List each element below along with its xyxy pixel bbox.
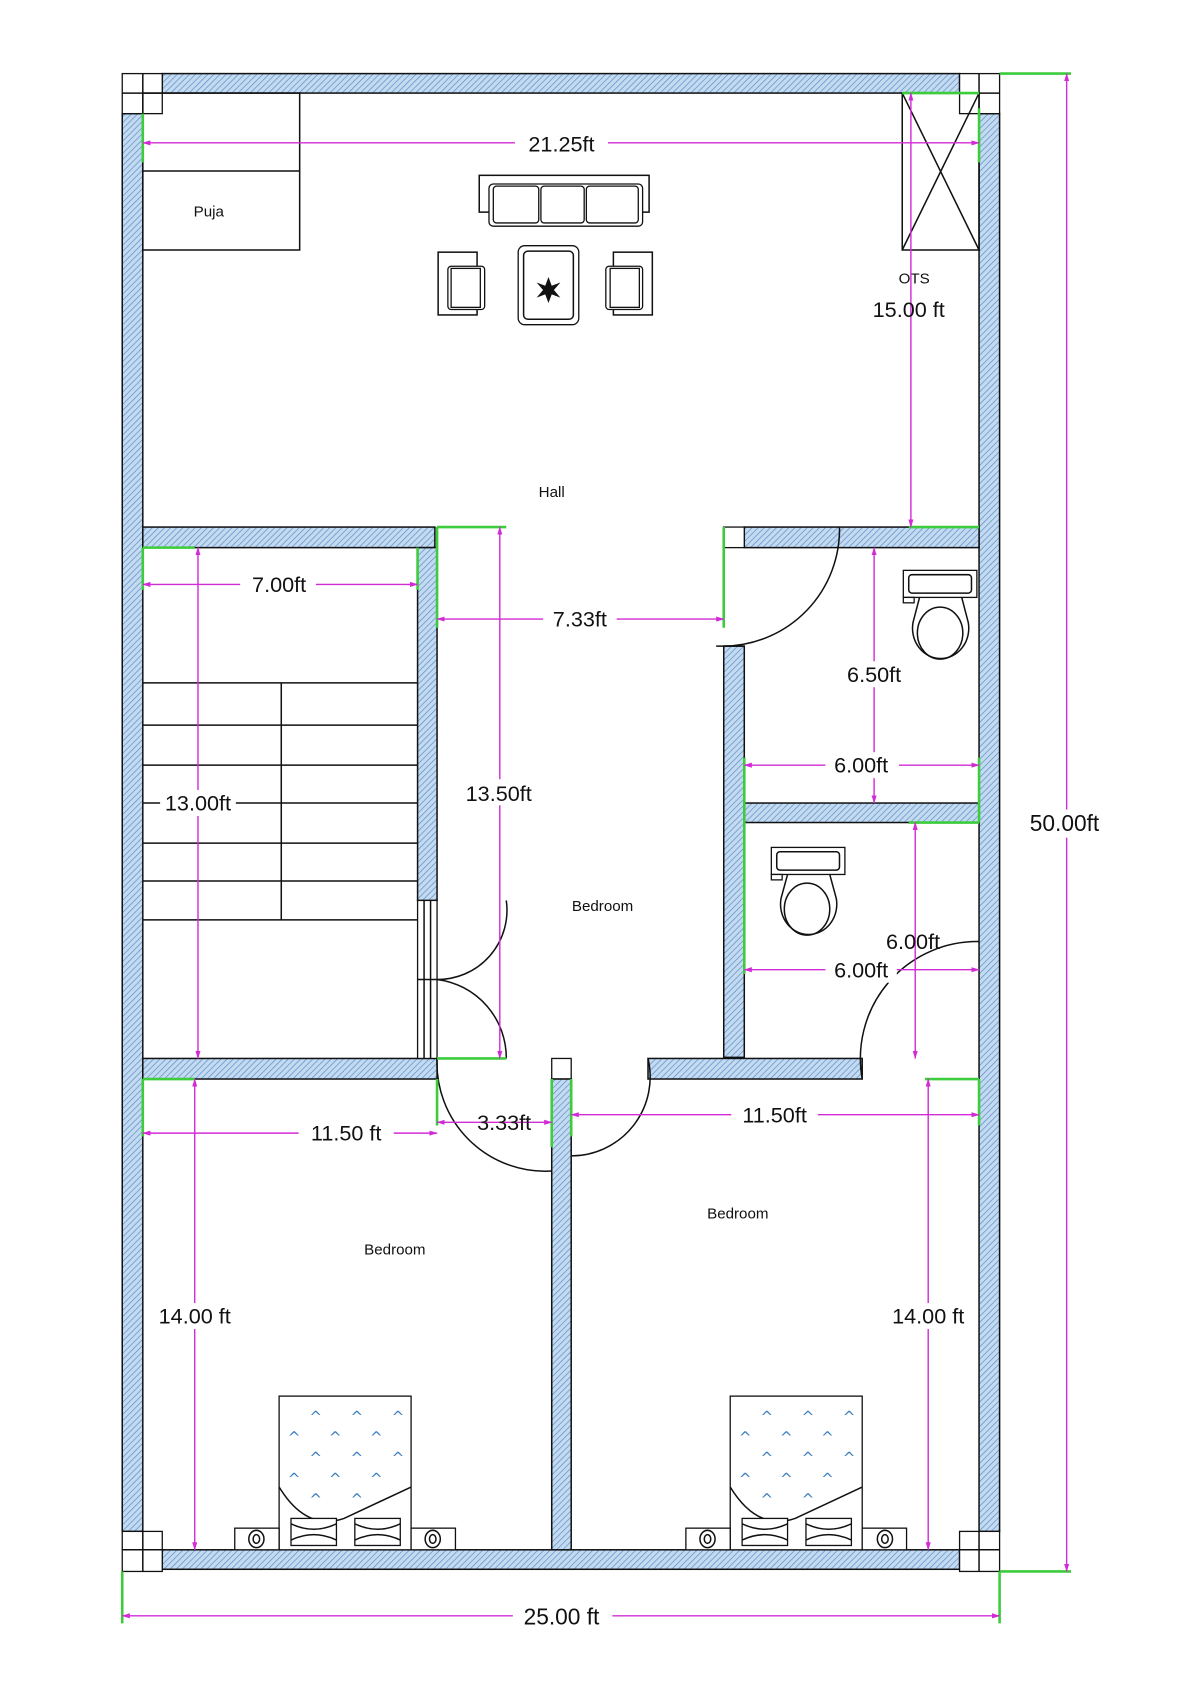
wall-toilet-left	[722, 645, 746, 1059]
toilet2-door	[859, 940, 980, 1080]
wc-upper-icon	[902, 569, 978, 660]
room-label-bedroom-right: Bedroom	[707, 1206, 768, 1223]
door-swing-arc	[437, 900, 508, 981]
dim-toilet2-width: 6.00ft	[834, 957, 888, 982]
bed-left-icon: ^ ^ ^ ^ ^ ^ ^ ^ ^ ^ ^ ^ ^ ^	[278, 1395, 412, 1551]
armchair-left-icon	[437, 251, 486, 316]
wall-stair-right	[416, 546, 438, 902]
svg-text:^: ^	[802, 1408, 815, 1426]
wall-left	[121, 112, 144, 1533]
armchair-right-icon	[605, 251, 654, 316]
dim-toilet1-height: 6.50ft	[847, 662, 901, 687]
double-door-stair	[416, 899, 508, 1060]
svg-text:^: ^	[739, 1429, 752, 1447]
room-label-bedroom-left: Bedroom	[364, 1241, 425, 1258]
outer-walls	[121, 72, 1001, 1573]
dim-toilet1-width: 6.00ft	[834, 753, 888, 778]
room-label-bedroom-center: Bedroom	[572, 898, 633, 915]
extension-lines	[120, 72, 1071, 1624]
svg-text:^: ^	[843, 1408, 856, 1426]
wall-bed-divider	[550, 1078, 572, 1551]
dim-passage-width: 3.33ft	[477, 1110, 531, 1135]
svg-text:^: ^	[309, 1408, 322, 1426]
svg-text:^: ^	[761, 1490, 774, 1508]
dim-stair-width: 7.00ft	[252, 572, 306, 597]
svg-text:^: ^	[309, 1449, 322, 1467]
svg-text:^: ^	[329, 1429, 342, 1447]
dim-ots-height: 15.00 ft	[873, 297, 945, 322]
room-label-hall: Hall	[539, 484, 565, 501]
wall-stair-top	[142, 526, 436, 549]
bedside-tables-right	[685, 1527, 908, 1551]
svg-text:^: ^	[370, 1429, 383, 1447]
dim-overall-depth: 50.00ft	[1030, 810, 1100, 836]
wall-bottom	[161, 1549, 961, 1571]
dim-toilet2-height: 6.00ft	[886, 929, 940, 954]
wall-toilet-top	[743, 526, 980, 549]
dim-bl-bed-length: 14.00 ft	[159, 1304, 231, 1329]
wall-bed-top-right	[647, 1057, 863, 1080]
dim-overall-width: 25.00 ft	[524, 1603, 600, 1629]
svg-text:^: ^	[351, 1449, 364, 1467]
svg-text:^: ^	[392, 1449, 405, 1467]
svg-text:^: ^	[392, 1408, 405, 1426]
wall-right	[978, 112, 1001, 1533]
wall-bed-top-left	[142, 1057, 438, 1080]
center-table-icon	[517, 245, 580, 326]
dim-br-bed-length: 14.00 ft	[892, 1304, 964, 1329]
svg-text:^: ^	[351, 1490, 364, 1508]
interior-walls	[142, 526, 980, 1551]
svg-text:^: ^	[761, 1408, 774, 1426]
bedroom-right-door	[571, 1058, 651, 1157]
svg-text:^: ^	[843, 1449, 856, 1467]
svg-text:^: ^	[288, 1470, 301, 1488]
svg-text:^: ^	[821, 1470, 834, 1488]
puja-room: Puja	[142, 92, 301, 251]
toilet1-door	[716, 527, 841, 647]
room-label-ots: OTS	[899, 271, 930, 288]
bedroom-left-door	[436, 1058, 552, 1172]
bedside-tables-left	[234, 1527, 457, 1551]
svg-text:^: ^	[288, 1429, 301, 1447]
dim-br-bed-width: 11.50ft	[742, 1102, 807, 1127]
wall-toilet-divider	[743, 802, 980, 824]
svg-text:^: ^	[309, 1490, 322, 1508]
dim-center-bed-width: 7.33ft	[553, 607, 607, 632]
ots-void: OTS	[899, 92, 980, 288]
room-label-puja: Puja	[194, 203, 225, 220]
svg-text:^: ^	[802, 1490, 815, 1508]
dim-center-bed-length: 13.50ft	[466, 781, 532, 806]
svg-text:^: ^	[761, 1449, 774, 1467]
svg-text:^: ^	[739, 1470, 752, 1488]
svg-text:^: ^	[351, 1408, 364, 1426]
dim-bl-bed-width: 11.50 ft	[311, 1121, 382, 1146]
dimension-labels: 21.25ft 15.00 ft 50.00ft 25.00 ft 7.00ft…	[147, 129, 1108, 1629]
svg-text:^: ^	[370, 1470, 383, 1488]
sofa-icon	[478, 174, 650, 227]
svg-text:^: ^	[329, 1470, 342, 1488]
dim-stair-length: 13.00ft	[165, 791, 231, 816]
svg-text:^: ^	[802, 1449, 815, 1467]
dim-hall-width: 21.25ft	[528, 132, 594, 157]
plant-icon	[536, 277, 561, 304]
wall-top	[161, 72, 961, 94]
bed-right-icon: ^ ^ ^ ^ ^ ^ ^ ^ ^ ^ ^ ^ ^ ^	[729, 1395, 863, 1551]
svg-text:^: ^	[780, 1429, 793, 1447]
svg-text:^: ^	[780, 1470, 793, 1488]
wc-lower-icon	[770, 846, 846, 936]
svg-text:^: ^	[821, 1429, 834, 1447]
